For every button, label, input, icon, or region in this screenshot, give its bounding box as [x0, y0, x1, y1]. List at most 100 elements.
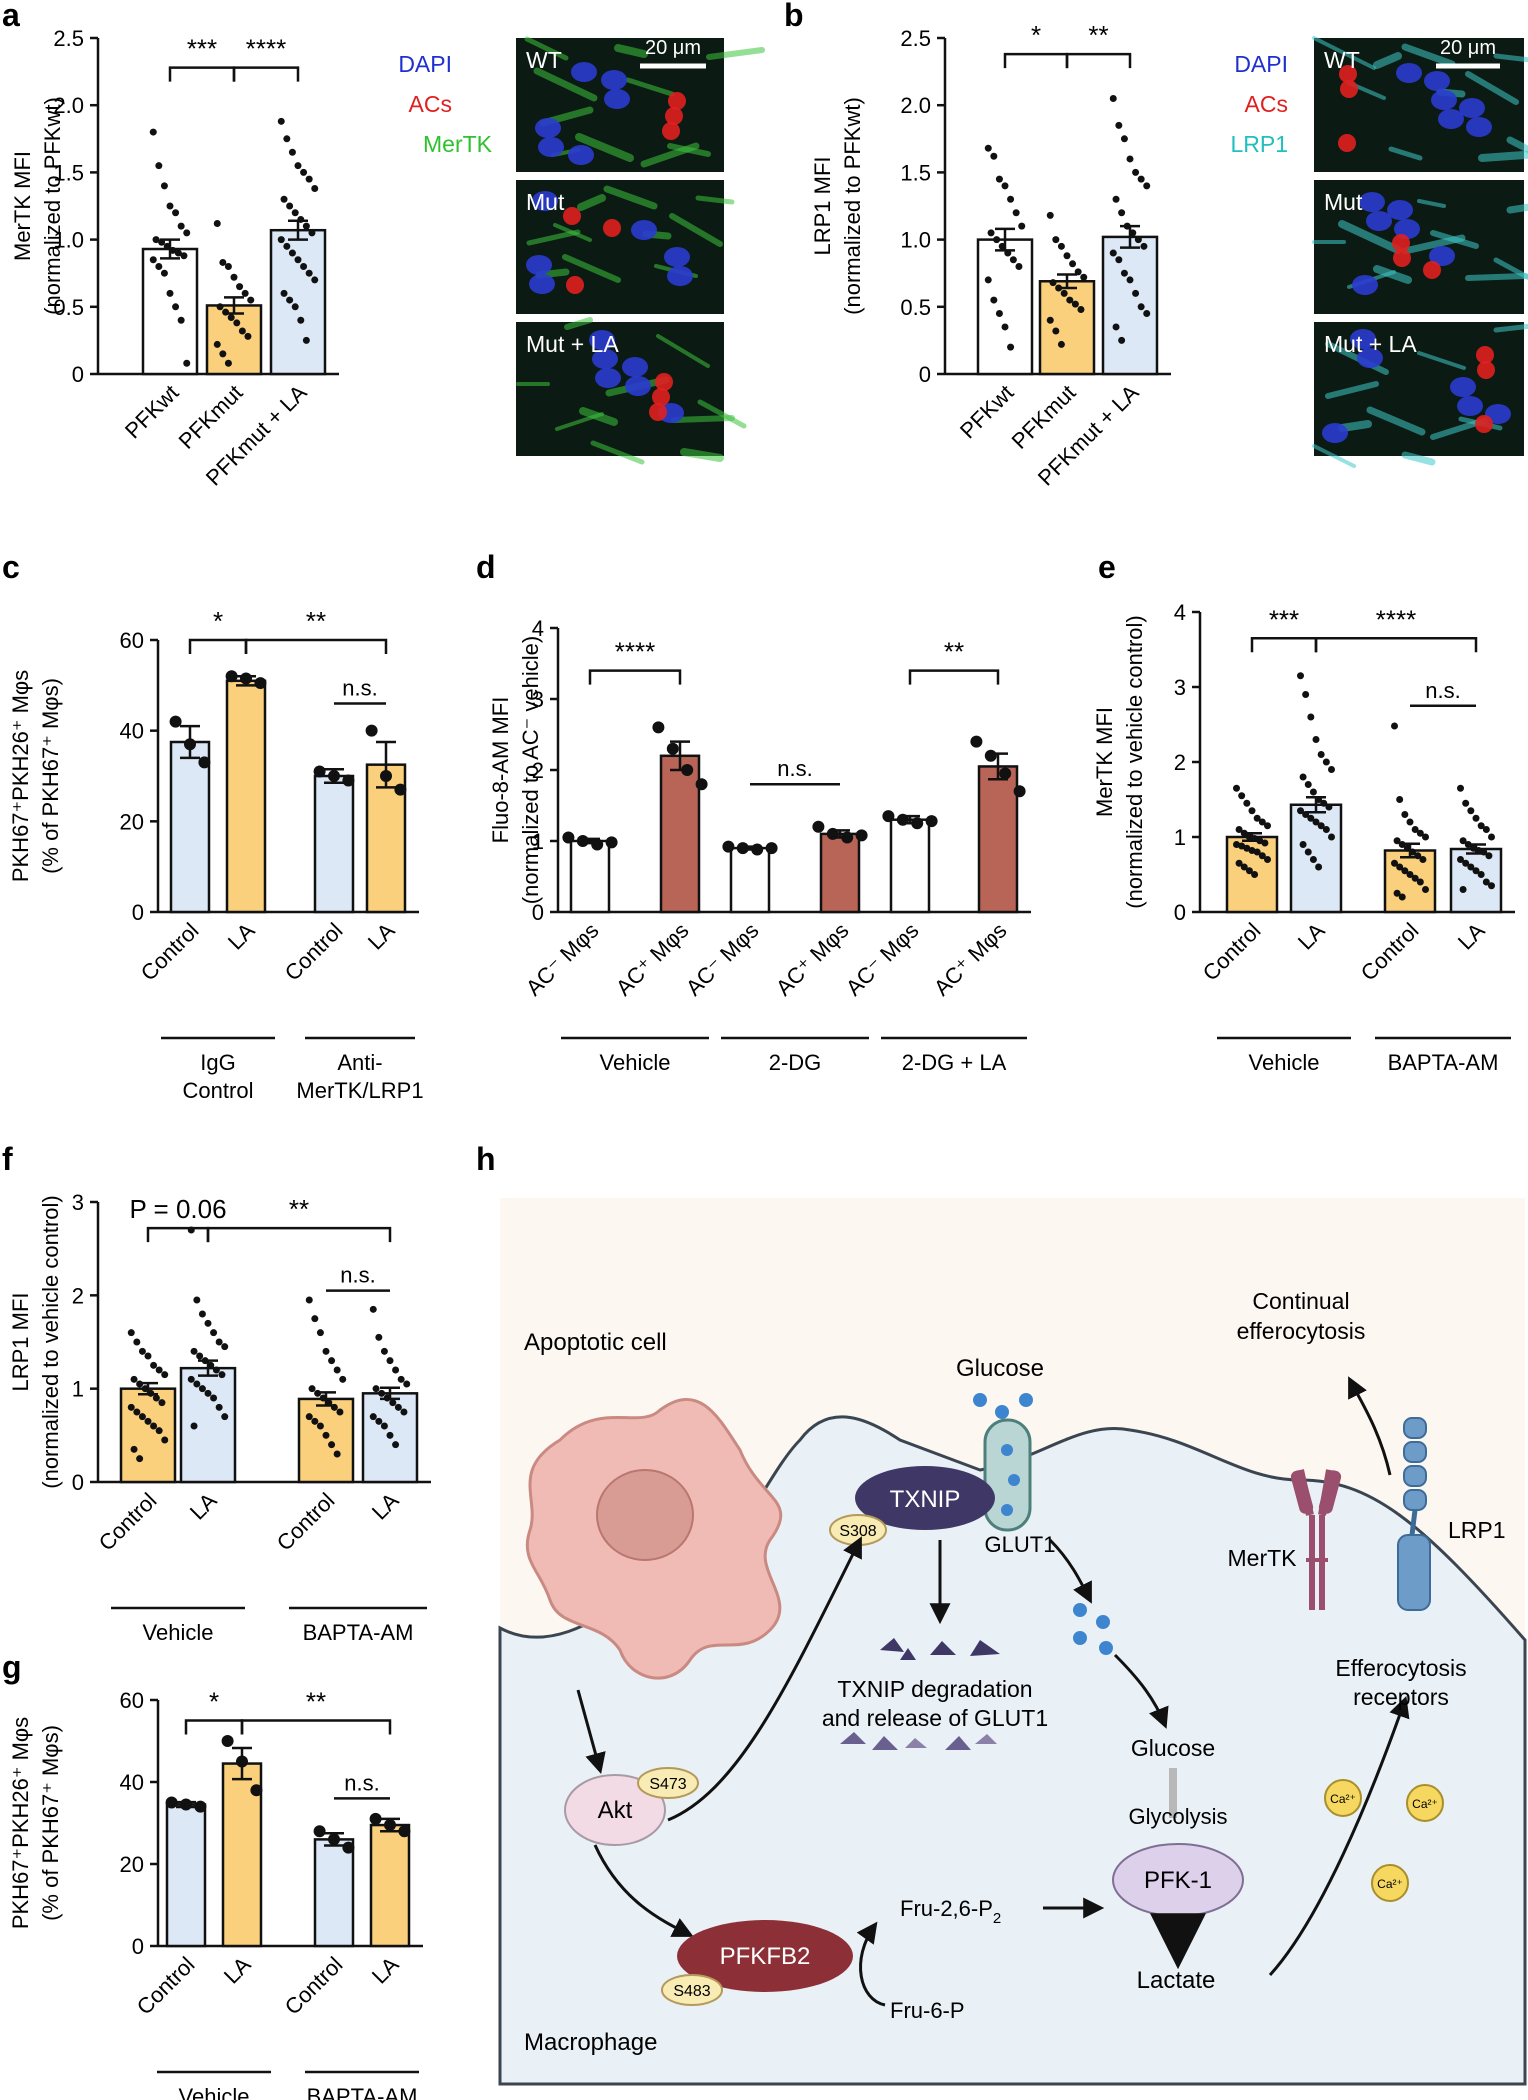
data-point	[1080, 273, 1088, 281]
nucleus-stain	[1429, 246, 1455, 266]
data-point	[400, 1408, 408, 1416]
glucose-dot	[1073, 1631, 1087, 1645]
panel-label-g: g	[2, 1649, 22, 1685]
s308-label: S308	[839, 1523, 876, 1540]
data-point	[372, 1385, 380, 1393]
group-label: Control	[183, 1078, 254, 1103]
data-point	[150, 1361, 158, 1369]
data-point	[386, 1431, 394, 1439]
y-axis-label: PKH67⁺PKH26⁺ Mφs	[8, 1717, 33, 1929]
glycolysis-label: Glycolysis	[1128, 1804, 1227, 1829]
significance-bracket	[184, 1719, 244, 1735]
data-point	[160, 182, 168, 190]
bar	[1038, 280, 1096, 376]
data-point	[1253, 814, 1261, 822]
glucose-inner-label: Glucose	[1131, 1735, 1215, 1761]
nucleus-stain	[568, 145, 594, 165]
bar	[369, 1823, 411, 1948]
data-point	[1235, 826, 1243, 833]
fiber-stain	[575, 133, 634, 162]
data-point	[1120, 269, 1128, 277]
data-point	[190, 1422, 198, 1430]
fiber-stain	[706, 47, 765, 60]
data-point	[1235, 859, 1243, 867]
significance-label: ***	[1269, 604, 1299, 634]
data-point	[210, 1394, 218, 1402]
data-point	[283, 135, 291, 143]
data-point	[313, 765, 326, 778]
arrow-to-akt	[576, 1689, 606, 1775]
data-point	[392, 1366, 400, 1374]
significance-bracket	[244, 638, 388, 654]
data-point	[1322, 826, 1330, 833]
data-point	[305, 269, 313, 277]
y-tick-label: 2.0	[53, 93, 84, 118]
data-point	[190, 1347, 198, 1355]
data-point	[1299, 773, 1307, 781]
nucleus-stain	[1431, 90, 1457, 110]
significance-bracket	[1314, 637, 1478, 653]
data-point	[380, 1347, 388, 1355]
data-point	[254, 677, 267, 690]
data-point	[218, 1371, 226, 1379]
legend-acs-b: ACs	[1245, 91, 1288, 117]
x-tick-label: LA	[185, 1488, 222, 1525]
bar	[313, 1838, 355, 1948]
fiber-stain	[533, 67, 598, 102]
ac-stain	[662, 122, 680, 140]
significance-bracket	[206, 1226, 392, 1243]
bar	[269, 228, 327, 376]
data-point	[1401, 867, 1409, 875]
data-point	[1063, 252, 1071, 260]
data-point	[138, 1347, 146, 1355]
data-point	[1462, 859, 1470, 867]
data-point	[291, 303, 299, 311]
mertk-receptor	[1290, 1469, 1342, 1610]
group-label: Vehicle	[1249, 1050, 1320, 1075]
micrograph-label: WT	[526, 47, 562, 73]
micrograph: Mut + LA	[516, 317, 747, 465]
data-point	[1057, 242, 1065, 250]
x-tick-label: LA	[223, 918, 260, 955]
y-tick-label: 20	[120, 1852, 144, 1877]
bar	[977, 765, 1019, 914]
micrograph-label: Mut	[1324, 189, 1363, 215]
data-point	[212, 1366, 220, 1374]
arrow-fru6p-to-fru26p2	[856, 1921, 886, 2007]
bar	[729, 846, 771, 914]
data-point	[1297, 672, 1304, 680]
data-point	[1052, 236, 1060, 244]
data-point	[984, 144, 992, 152]
x-tick-label: AC⁻ Mφs	[521, 918, 604, 1001]
y-axis-label: MerTK MFI	[10, 151, 35, 261]
arrow-akt-to-pfkfb2	[593, 1844, 694, 1937]
data-point	[1472, 867, 1480, 875]
data-point	[1317, 822, 1325, 830]
micrograph-label: Mut + LA	[526, 331, 619, 357]
significance-label: **	[289, 1194, 309, 1224]
fiber-stain	[1417, 199, 1446, 208]
continual-line2: efferocytosis	[1237, 1318, 1366, 1344]
ac-stain	[1339, 65, 1357, 83]
data-point	[1245, 867, 1253, 875]
nucleus-stain	[1424, 71, 1450, 91]
nucleus-stain	[1459, 98, 1485, 118]
data-point	[172, 209, 180, 217]
y-tick-label: 0	[132, 900, 144, 925]
data-point	[1109, 94, 1117, 102]
data-point	[1132, 168, 1140, 176]
group-label: MerTK/LRP1	[296, 1078, 423, 1103]
glucose-dot	[1008, 1474, 1020, 1486]
significance-bracket	[146, 1226, 210, 1243]
data-point	[1396, 796, 1404, 803]
mertk-label: MerTK	[1228, 1545, 1298, 1571]
data-point	[198, 1310, 206, 1318]
ac-stain	[1476, 346, 1494, 364]
data-point	[204, 1389, 212, 1397]
data-point	[136, 1455, 144, 1463]
group-label: BAPTA-AM	[303, 1620, 414, 1645]
micrograph-label: Mut + LA	[1324, 331, 1417, 357]
data-point	[333, 1366, 341, 1374]
data-point	[1320, 799, 1328, 807]
data-point	[925, 815, 938, 828]
